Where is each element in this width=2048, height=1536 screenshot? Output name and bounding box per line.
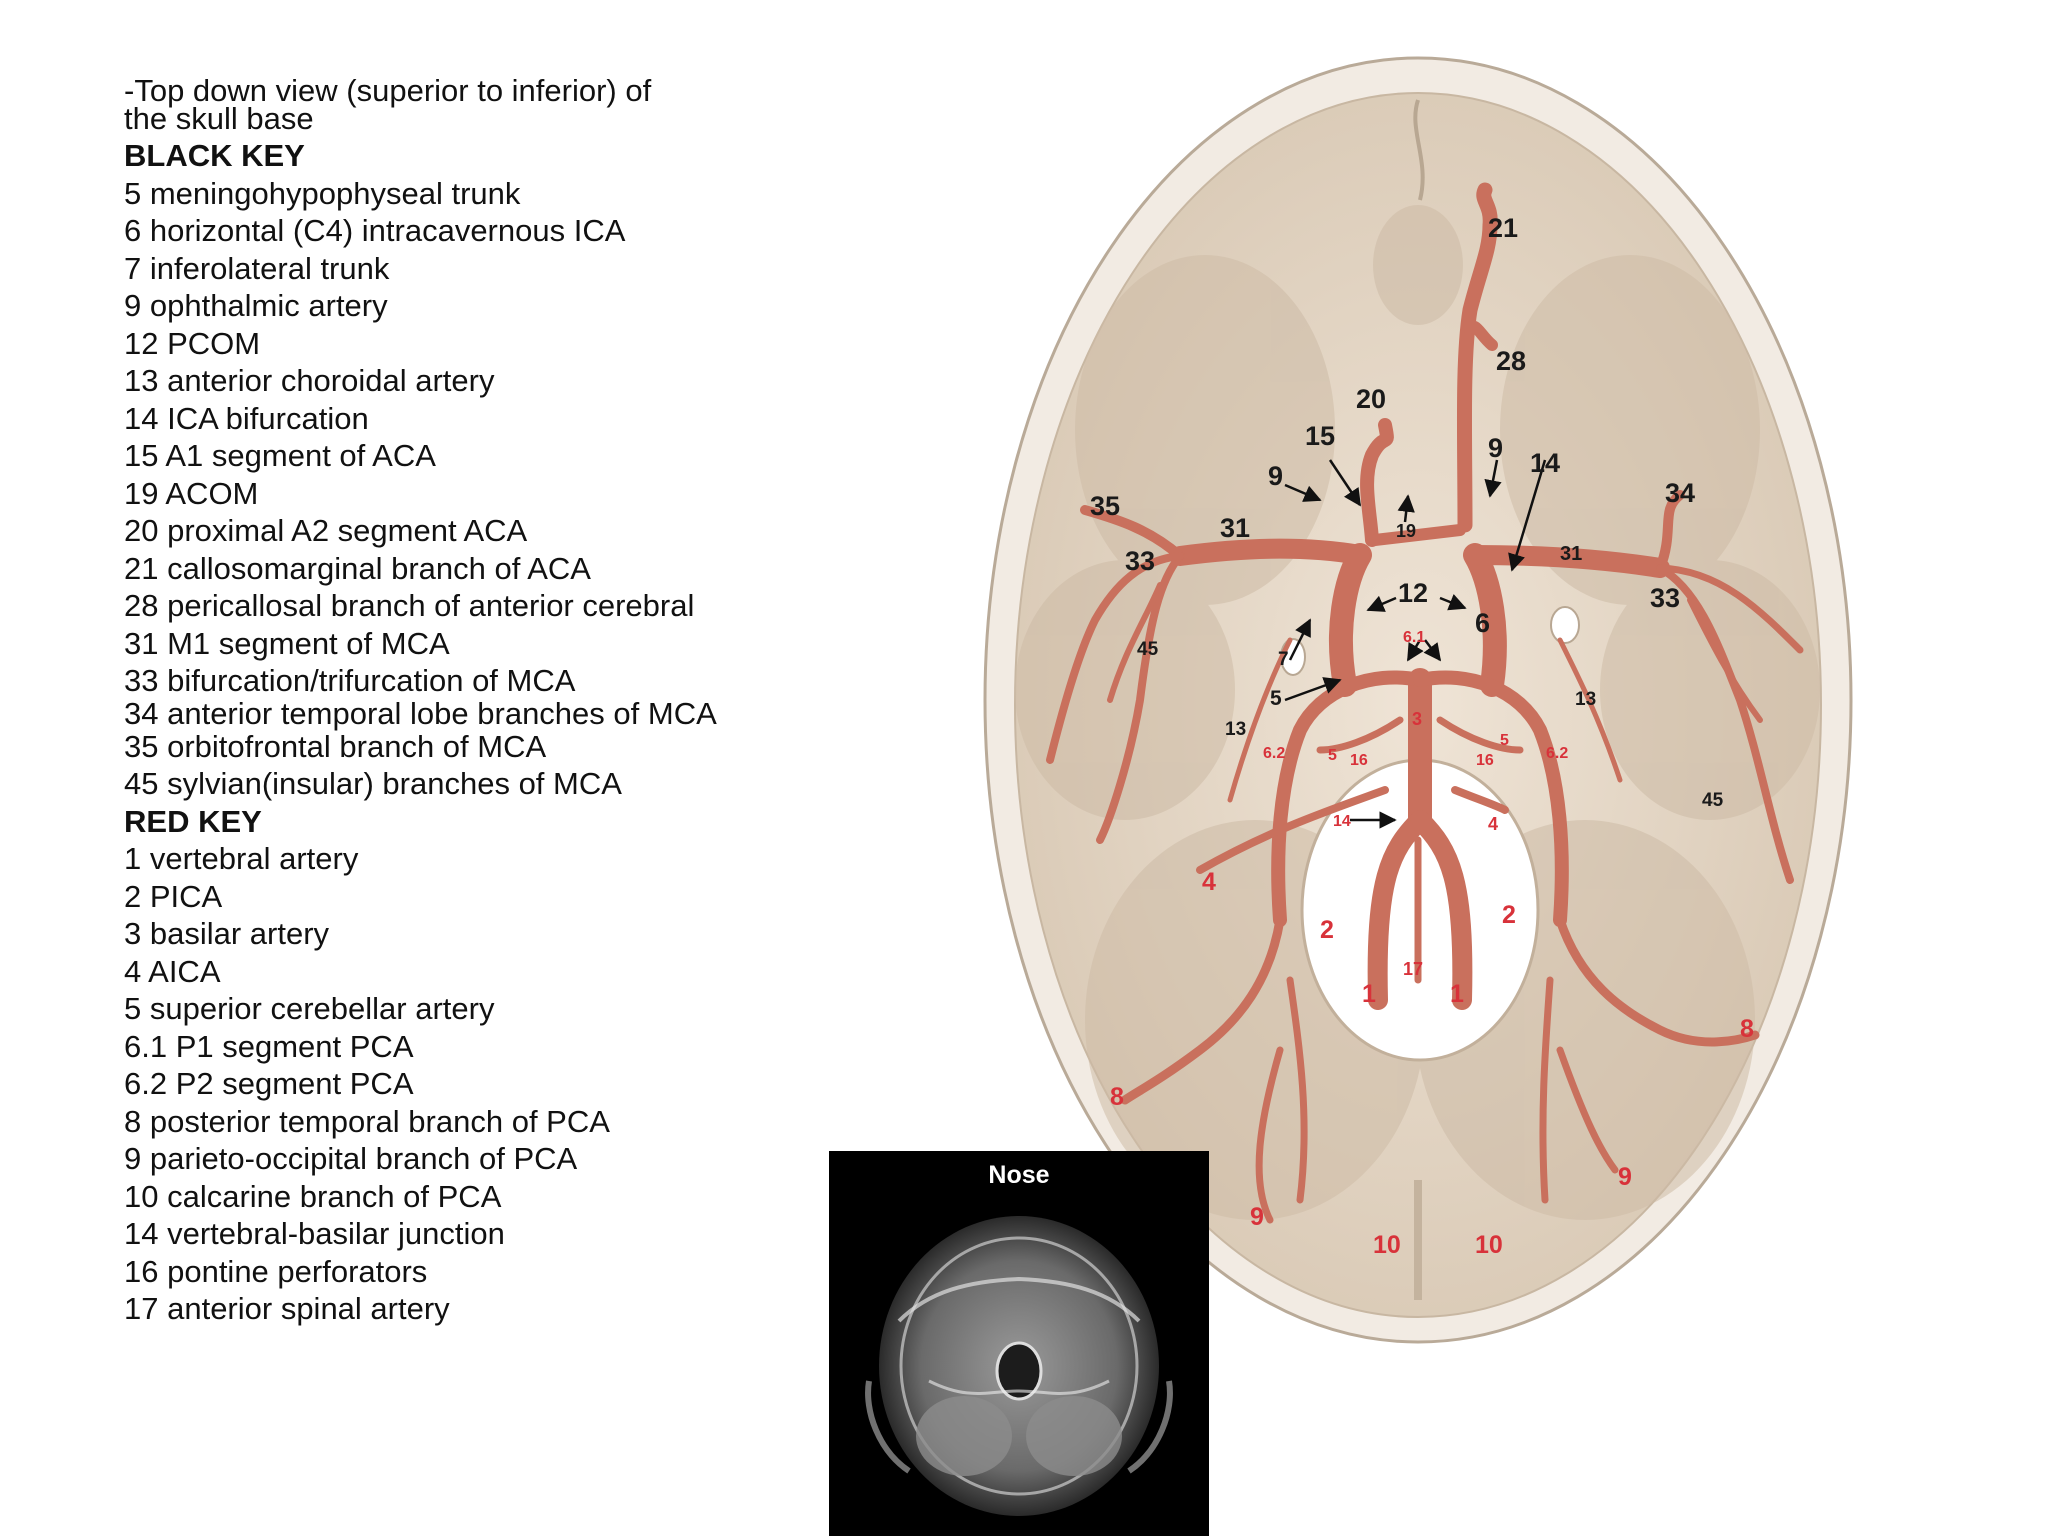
red-key-item: 8 posterior temporal branch of PCA — [124, 1103, 610, 1139]
diagram-label: 8 — [1110, 1083, 1124, 1111]
diagram-label: 1 — [1362, 980, 1376, 1008]
diagram-label: 6.1 — [1403, 629, 1425, 646]
red-key-item: 4 AICA — [124, 953, 221, 989]
diagram-label: 9 — [1268, 461, 1283, 491]
cranial-fossae — [1015, 205, 1820, 1220]
diagram-label: 16 — [1350, 752, 1368, 769]
diagram-label: 13 — [1575, 689, 1596, 710]
frontal-crest — [1413, 99, 1425, 201]
red-key-item: 3 basilar artery — [124, 916, 330, 951]
inset-nose-label: Nose — [988, 1161, 1050, 1189]
red-key-item: 5 superior cerebellar artery — [124, 991, 495, 1026]
diagram-label: 13 — [1225, 719, 1246, 740]
diagram-label: 14 — [1333, 813, 1351, 830]
diagram-label: 10 — [1373, 1231, 1401, 1259]
diagram-label: 17 — [1403, 959, 1423, 979]
diagram-label: 14 — [1530, 448, 1560, 478]
diagram-label: 34 — [1665, 478, 1695, 508]
red-key-item: 9 parieto-occipital branch of PCA — [124, 1141, 578, 1176]
diagram-label: 9 — [1250, 1203, 1264, 1231]
diagram-label: 4 — [1488, 814, 1498, 834]
diagram-label: 12 — [1398, 578, 1428, 608]
red-key-item: 1 vertebral artery — [124, 841, 359, 876]
diagram-label: 5 — [1270, 687, 1282, 710]
diagram-label: 5 — [1328, 747, 1337, 764]
black-key-item: 9 ophthalmic artery — [124, 288, 388, 323]
mri-inset-image — [865, 1216, 1173, 1516]
caption-line: the skull base — [124, 100, 314, 136]
diagram-label: 2 — [1320, 916, 1334, 944]
black-key-item: 5 meningohypophyseal trunk — [124, 175, 521, 211]
legend: -Top down view (superior to inferior) of… — [124, 72, 824, 1328]
red-key-item: 2 PICA — [124, 878, 223, 914]
black-key-item: 21 callosomarginal branch of ACA — [124, 550, 591, 586]
black-key-title: BLACK KEY — [124, 138, 305, 173]
diagram-label: 7 — [1278, 649, 1289, 670]
diagram-label: 33 — [1650, 583, 1680, 613]
red-key-item: 6.2 P2 segment PCA — [124, 1066, 414, 1101]
diagram-label: 31 — [1220, 513, 1250, 543]
diagram-label: 6 — [1475, 608, 1490, 638]
black-key-item: 19 ACOM — [124, 475, 259, 511]
diagram-label: 8 — [1740, 1015, 1754, 1043]
black-key-item: 13 anterior choroidal artery — [124, 363, 495, 398]
arteries — [1046, 182, 1804, 1224]
caption-line: -Top down view (superior to inferior) of — [124, 73, 652, 108]
red-key-item: 17 anterior spinal artery — [124, 1291, 450, 1326]
diagram-label: 19 — [1396, 521, 1416, 541]
diagram-label: 31 — [1560, 543, 1582, 565]
diagram-label: 45 — [1137, 639, 1159, 660]
black-labels: 21 28 20 15 9 9 14 34 35 31 19 31 33 33 … — [1090, 213, 1724, 811]
leader-arrows — [1284, 459, 1547, 829]
black-key-item: 34 anterior temporal lobe branches of MC… — [124, 695, 717, 731]
black-key-item: 45 sylvian(insular) branches of MCA — [124, 766, 622, 801]
diagram-label: 2 — [1502, 901, 1516, 929]
red-key-item: 14 vertebral-basilar junction — [124, 1216, 505, 1251]
diagram-label: 15 — [1305, 421, 1335, 451]
black-key-item: 33 bifurcation/trifurcation of MCA — [124, 663, 576, 698]
red-key-item: 10 calcarine branch of PCA — [124, 1178, 502, 1214]
diagram-label: 20 — [1356, 384, 1386, 414]
diagram-label: 9 — [1618, 1163, 1632, 1191]
mri-inset: Nose — [829, 1151, 1209, 1536]
diagram-label: 4 — [1202, 868, 1216, 896]
red-key-title: RED KEY — [124, 803, 262, 839]
black-key-item: 12 PCOM — [124, 325, 261, 361]
foramen-right — [1550, 606, 1580, 644]
red-key-item: 16 pontine perforators — [124, 1253, 428, 1289]
diagram-label: 21 — [1488, 213, 1518, 243]
diagram-label: 9 — [1488, 433, 1503, 463]
diagram-label: 28 — [1496, 346, 1526, 376]
diagram-label: 10 — [1475, 1231, 1503, 1259]
diagram-label: 1 — [1450, 980, 1464, 1008]
diagram-label: 6.2 — [1263, 745, 1285, 762]
diagram-label: 33 — [1125, 546, 1155, 576]
diagram-label: 35 — [1090, 491, 1120, 521]
black-key-item: 20 proximal A2 segment ACA — [124, 513, 528, 548]
black-key-item: 31 M1 segment of MCA — [124, 625, 450, 661]
black-key-item: 35 orbitofrontal branch of MCA — [124, 728, 547, 764]
red-labels: 6.1 3 6.2 5 16 16 5 6.2 14 4 4 2 2 17 1 … — [1110, 629, 1754, 1259]
black-key-item: 6 horizontal (C4) intracavernous ICA — [124, 213, 626, 248]
diagram-label: 6.2 — [1546, 745, 1568, 762]
black-key-item: 28 pericallosal branch of anterior cereb… — [124, 588, 695, 623]
diagram-label: 5 — [1500, 732, 1509, 749]
black-key-item: 15 A1 segment of ACA — [124, 438, 436, 473]
black-key-item: 14 ICA bifurcation — [124, 400, 369, 436]
red-key-item: 6.1 P1 segment PCA — [124, 1028, 414, 1064]
diagram-label: 45 — [1702, 790, 1724, 811]
diagram-label: 16 — [1476, 752, 1494, 769]
black-key-item: 7 inferolateral trunk — [124, 250, 390, 286]
diagram-label: 3 — [1412, 709, 1422, 729]
